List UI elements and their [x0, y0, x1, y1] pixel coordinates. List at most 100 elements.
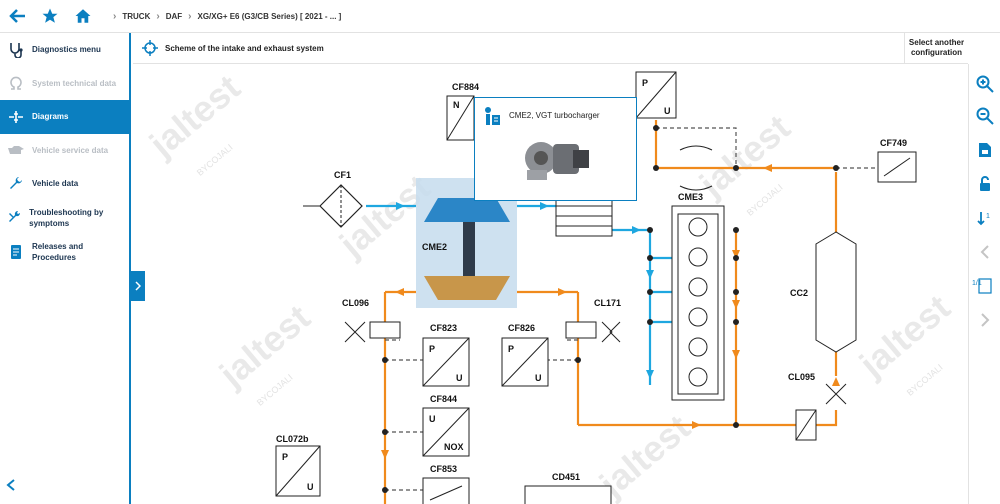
cf1-label: CF1: [334, 170, 351, 180]
sort-button[interactable]: 1: [975, 208, 995, 228]
wrench-icon: [6, 174, 26, 194]
top-bar: › TRUCK › DAF › XG/XG+ E6 (G3/CB Series)…: [0, 0, 1000, 33]
collapse-sidebar-button[interactable]: [6, 478, 16, 496]
zoom-out-icon: [976, 107, 994, 125]
component-popup: CME2, VGT turbocharger: [474, 97, 637, 201]
sidebar-item-vehicle-service-data: Vehicle service data: [0, 134, 129, 168]
chevron-left-icon: [6, 479, 15, 491]
stethoscope-icon: [6, 40, 26, 60]
junction-dots: [382, 125, 839, 493]
breadcrumb-truck[interactable]: TRUCK: [122, 11, 151, 21]
tools-icon: [6, 208, 23, 228]
sidebar-item-label: Troubleshooting by symptoms: [29, 207, 104, 228]
cl072b-sensor: P U CL072b: [275, 434, 321, 497]
cf884-sensor: N CF884: [446, 82, 479, 141]
egr-cooler: [679, 145, 713, 191]
sidebar-item-diagnostics-menu[interactable]: Diagnostics menu: [0, 33, 129, 67]
page-number: 1/1: [972, 280, 982, 287]
diagram-canvas: jaltest jaltest jaltest jaltest jaltest …: [133, 65, 968, 504]
cf749-sensor: CF749: [877, 138, 917, 183]
cf884-n: N: [453, 100, 460, 110]
cl171-label: CL171: [594, 298, 621, 308]
diagram-icon: [6, 107, 26, 127]
panel-toggle-button[interactable]: [131, 271, 145, 301]
chevron-right-icon: [981, 313, 990, 327]
cl096-actuator: CL096: [342, 298, 401, 343]
intake-arrows: [396, 202, 654, 379]
cl072b-u: U: [307, 482, 314, 492]
next-page-button[interactable]: [975, 310, 995, 330]
turbocharger-image: [525, 142, 589, 180]
zoom-in-button[interactable]: [975, 74, 995, 94]
sidebar-item-label: Vehicle data: [32, 179, 79, 189]
star-icon: [42, 8, 57, 23]
cf826-sensor: P U CF826: [501, 323, 549, 387]
breadcrumb: › TRUCK › DAF › XG/XG+ E6 (G3/CB Series)…: [113, 10, 342, 22]
zoom-in-icon: [976, 75, 994, 93]
oil-can-icon: [6, 140, 26, 160]
cl095-actuator: CL095: [788, 372, 847, 441]
lock-icon: [980, 176, 990, 191]
cf844-nox: NOX: [444, 442, 464, 452]
cf823-sensor: P U CF823: [422, 323, 470, 387]
sidebar-item-vehicle-data[interactable]: Vehicle data: [0, 167, 129, 201]
crosshair-icon: [142, 40, 158, 56]
cd451-label: CD451: [552, 472, 580, 482]
cf823-p: P: [429, 344, 435, 354]
breadcrumb-model[interactable]: XG/XG+ E6 (G3/CB Series) [ 2021 - ... ]: [197, 11, 342, 21]
charge-air-cooler: [555, 195, 613, 237]
cc2-catalyst: CC2: [790, 231, 857, 353]
sidebar-item-troubleshooting[interactable]: Troubleshooting by symptoms: [0, 201, 129, 235]
page-icon: [978, 278, 992, 294]
svg-text:1: 1: [986, 213, 990, 220]
sidebar-item-label: Vehicle service data: [32, 145, 109, 155]
cf884-label: CF884: [452, 82, 479, 92]
cd451-box: CD451: [524, 472, 612, 504]
export-pdf-button[interactable]: [975, 140, 995, 160]
cl072b-p: P: [282, 452, 288, 462]
cme3-label: CME3: [678, 192, 703, 202]
page-indicator: [975, 276, 995, 296]
breadcrumb-daf[interactable]: DAF: [165, 11, 183, 21]
popup-title: CME2, VGT turbocharger: [509, 111, 600, 120]
select-configuration-button[interactable]: Select another configuration: [904, 33, 968, 64]
sidebar-item-releases[interactable]: Releases and Procedures: [0, 235, 129, 269]
cl095-label: CL095: [788, 372, 815, 382]
cf823-u: U: [456, 373, 463, 383]
zoom-out-button[interactable]: [975, 106, 995, 126]
chevron-right-icon: [135, 281, 141, 291]
cf826-p: P: [508, 344, 514, 354]
cf826-u: U: [535, 373, 542, 383]
sidebar-item-system-technical-data: System technical data: [0, 67, 129, 101]
flow-arrows: [381, 164, 840, 459]
cl096-label: CL096: [342, 298, 369, 308]
chevron-left-icon: [980, 245, 989, 259]
favorites-button[interactable]: [33, 0, 66, 33]
omega-icon: [6, 73, 26, 93]
cl072b-label: CL072b: [276, 434, 309, 444]
cf853-sensor: CF853: [422, 464, 470, 504]
cf853-label: CF853: [430, 464, 457, 474]
cf826-label: CF826: [508, 323, 535, 333]
unlock-button[interactable]: [975, 174, 995, 194]
back-button[interactable]: [0, 0, 33, 33]
cf844-u: U: [429, 414, 436, 424]
right-toolbar: 1: [968, 64, 1000, 504]
cf749-label: CF749: [880, 138, 907, 148]
file-icon: [979, 143, 991, 157]
signal-lines: [385, 127, 878, 491]
cf-top-u: U: [664, 106, 671, 116]
cf-top-sensor: P U: [635, 71, 677, 119]
info-icon: [485, 107, 500, 125]
cf823-label: CF823: [430, 323, 457, 333]
sidebar-item-label: Diagrams: [32, 112, 69, 122]
sidebar-item-diagrams[interactable]: Diagrams: [0, 100, 129, 134]
cf1-air-filter: CF1: [303, 170, 363, 228]
previous-page-button[interactable]: [975, 242, 995, 262]
page-title: Scheme of the intake and exhaust system: [165, 43, 324, 53]
cl171-actuator: CL171: [565, 298, 621, 343]
home-button[interactable]: [66, 0, 99, 33]
cf-top-p: P: [642, 78, 648, 88]
sidebar-item-label: Releases and Procedures: [31, 241, 84, 262]
intake-exhaust-diagram: CF1 CME2 N CF884 P U: [275, 71, 917, 504]
